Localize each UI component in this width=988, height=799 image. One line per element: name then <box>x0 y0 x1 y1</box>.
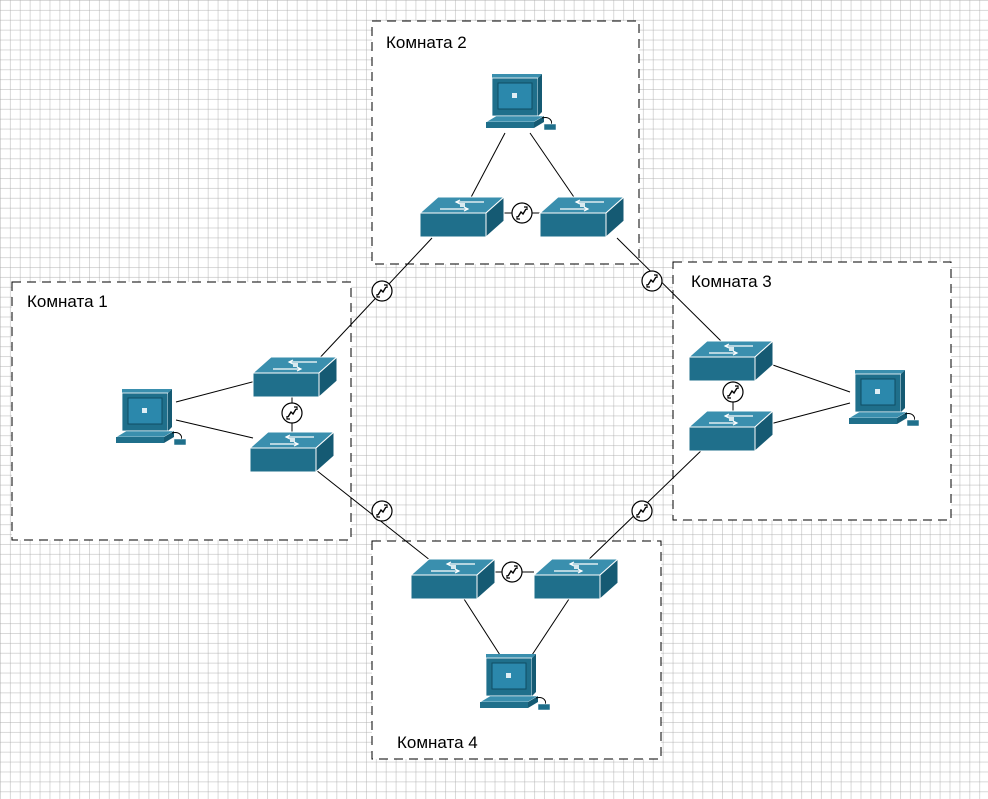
room-3: Комната 3 <box>672 261 952 521</box>
room-2-label: Комната 2 <box>386 33 467 52</box>
switch-icon <box>252 356 338 398</box>
switch-icon <box>533 558 619 600</box>
switch-icon <box>688 340 774 382</box>
link-room2-room3 <box>616 237 723 343</box>
connection-marker-icon <box>501 561 523 583</box>
connection-marker-icon <box>641 270 663 292</box>
link-switch4b-pc4 <box>531 598 570 656</box>
switch-icon <box>410 558 496 600</box>
link-room2-room1 <box>313 237 433 365</box>
room-3-label: Комната 3 <box>691 272 772 291</box>
link-switch3b-pc3 <box>769 402 851 425</box>
link-pc2-switch2b <box>529 132 579 204</box>
connection-marker-icon <box>511 202 533 224</box>
connection-marker-icon <box>281 402 303 424</box>
room-1-label: Комната 1 <box>27 292 108 311</box>
switch-icon <box>539 196 625 238</box>
link-switch4a-pc4 <box>463 598 501 656</box>
room-4-label: Комната 4 <box>397 733 478 752</box>
link-pc2-switch2a <box>467 132 506 204</box>
switch-icon <box>688 410 774 452</box>
link-pc1-switch1b <box>175 419 254 439</box>
link-switch3a-pc3 <box>769 363 851 393</box>
room-3-boundary <box>672 261 952 521</box>
switch-icon <box>419 196 505 238</box>
switch-icon <box>249 431 335 473</box>
connection-marker-icon <box>371 500 393 522</box>
connection-marker-icon <box>371 280 393 302</box>
connection-marker-icon <box>722 381 744 403</box>
link-pc1-switch1a <box>175 380 257 403</box>
connection-marker-icon <box>631 500 653 522</box>
